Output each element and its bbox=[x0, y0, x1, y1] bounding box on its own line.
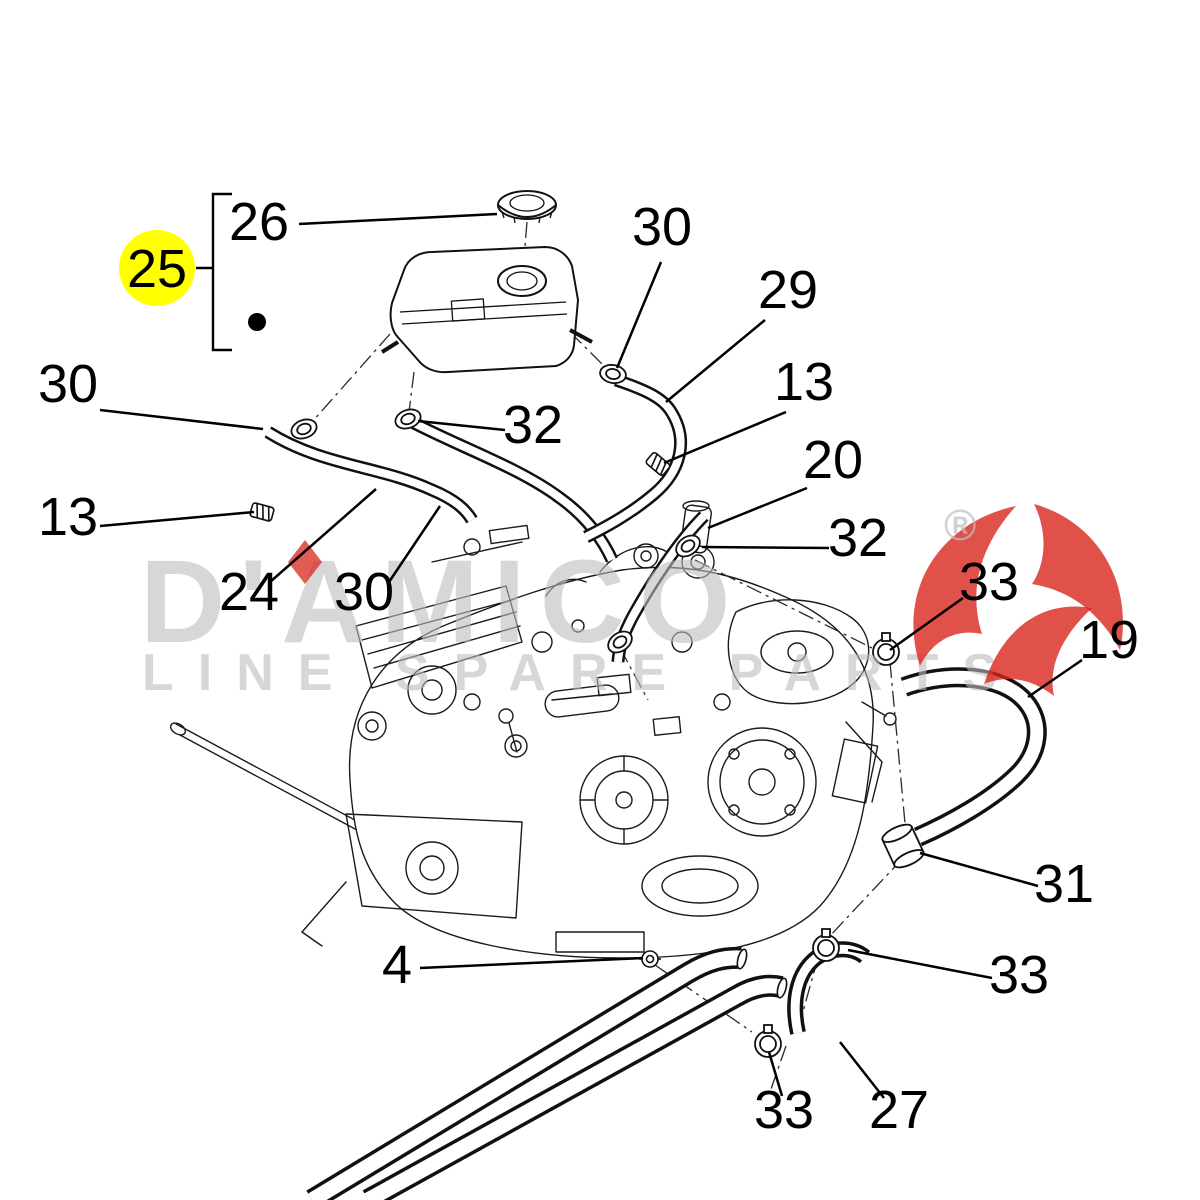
watermark-emblem bbox=[913, 504, 1124, 696]
leader-line-30-top bbox=[615, 261, 663, 369]
callout-label-25: 25 bbox=[127, 239, 187, 299]
tank-nipple-right bbox=[569, 328, 593, 344]
grommet-30-left bbox=[290, 418, 318, 440]
clamp-33-middle bbox=[812, 928, 840, 962]
grommet-32-left bbox=[394, 408, 422, 430]
grommet-32-right bbox=[675, 534, 701, 558]
leader-line-29 bbox=[665, 319, 766, 403]
hose-breather bbox=[410, 418, 616, 562]
leader-line-4 bbox=[419, 956, 644, 970]
grommet-30-lower bbox=[607, 630, 633, 654]
leader-line-30-left bbox=[99, 408, 264, 431]
callout-label-30-top: 30 bbox=[632, 197, 692, 257]
gear-cover bbox=[641, 855, 759, 917]
watermark-brand-text: D'AMICO bbox=[140, 536, 745, 668]
leader-line-24 bbox=[269, 488, 377, 583]
callout-label-27: 27 bbox=[869, 1080, 929, 1140]
callout-label-30-left: 30 bbox=[38, 354, 98, 414]
coolant-hoses bbox=[264, 373, 1047, 1200]
fitting-31 bbox=[881, 823, 925, 869]
pipe-end-caps bbox=[736, 948, 788, 999]
callout-label-13-left: 13 bbox=[38, 487, 98, 547]
callout-label-26: 26 bbox=[229, 192, 289, 252]
flywheel bbox=[707, 727, 817, 837]
clip-13-right bbox=[645, 451, 671, 477]
registered-trademark-symbol: ® bbox=[944, 501, 976, 550]
leader-line-13-right bbox=[663, 410, 787, 465]
clamp-33-lower bbox=[754, 1024, 782, 1058]
item-bullet bbox=[248, 313, 266, 331]
variator-pulley bbox=[579, 755, 669, 845]
hose-clamps bbox=[754, 632, 900, 1058]
leader-line-19 bbox=[1027, 658, 1083, 699]
grommets bbox=[290, 363, 701, 654]
callout-label-29: 29 bbox=[758, 260, 818, 320]
leader-line-33-lower bbox=[767, 1051, 784, 1097]
callout-labels: 26 25 30 29 13 30 32 20 13 32 33 24 30 1… bbox=[38, 192, 1139, 1140]
coolant-pipe-upper bbox=[308, 950, 742, 1200]
leader-lines bbox=[99, 212, 1083, 1099]
coolant-pipe-lower bbox=[364, 978, 783, 1200]
watermark-diamond bbox=[288, 540, 322, 584]
callout-label-32-left: 32 bbox=[503, 395, 563, 455]
callout-label-32-right: 32 bbox=[828, 508, 888, 568]
callout-label-30-lower: 30 bbox=[334, 562, 394, 622]
callout-label-31: 31 bbox=[1034, 854, 1094, 914]
leader-line-33-middle bbox=[847, 948, 993, 980]
highlight-circle-25 bbox=[119, 230, 195, 306]
callout-label-20: 20 bbox=[803, 430, 863, 490]
callout-label-33-lower: 33 bbox=[754, 1080, 814, 1140]
hose-29 bbox=[584, 376, 685, 541]
watermark: D'AMICO LINE SPARE PARTS ® bbox=[140, 501, 1124, 702]
gearbox bbox=[345, 813, 523, 919]
expansion-tank bbox=[380, 246, 593, 374]
leader-line-13-left bbox=[99, 510, 255, 528]
starter-motor bbox=[544, 684, 620, 718]
leader-line-32-left bbox=[417, 419, 506, 432]
callout-label-13-right: 13 bbox=[774, 352, 834, 412]
leader-line-32-right bbox=[701, 545, 830, 550]
hose-19 bbox=[901, 670, 1044, 843]
tank-nipple-left bbox=[380, 340, 400, 354]
assembly-bracket bbox=[196, 192, 232, 352]
watermark-tagline-text: LINE SPARE PARTS bbox=[142, 644, 1021, 702]
leader-line-30-lower bbox=[387, 505, 442, 583]
callout-label-33-upper: 33 bbox=[959, 552, 1019, 612]
spring-clips bbox=[249, 451, 671, 522]
leader-line-27 bbox=[839, 1041, 885, 1099]
clamp-33-upper bbox=[872, 632, 900, 666]
callout-label-33-middle: 33 bbox=[989, 945, 1049, 1005]
cylinder-head bbox=[355, 585, 523, 689]
leader-line-31 bbox=[919, 851, 1039, 888]
hose-27 bbox=[790, 944, 868, 1034]
alignment-lines bbox=[311, 221, 907, 1093]
clip-13-left bbox=[249, 502, 275, 522]
callout-label-19: 19 bbox=[1079, 610, 1139, 670]
leader-line-33-upper bbox=[889, 596, 964, 652]
valve-cover bbox=[727, 599, 870, 705]
leader-line-26 bbox=[298, 212, 498, 226]
grommet-30-top bbox=[599, 363, 627, 385]
alternator-cover bbox=[407, 665, 457, 715]
filler-neck bbox=[497, 265, 547, 297]
callout-label-4: 4 bbox=[382, 935, 412, 995]
tank-cap-26 bbox=[497, 190, 557, 224]
engine-line-art bbox=[169, 500, 897, 959]
hose-24 bbox=[265, 428, 476, 523]
crankcase-outline bbox=[348, 566, 874, 959]
callout-label-24: 24 bbox=[219, 562, 279, 622]
leader-line-20 bbox=[707, 486, 808, 530]
